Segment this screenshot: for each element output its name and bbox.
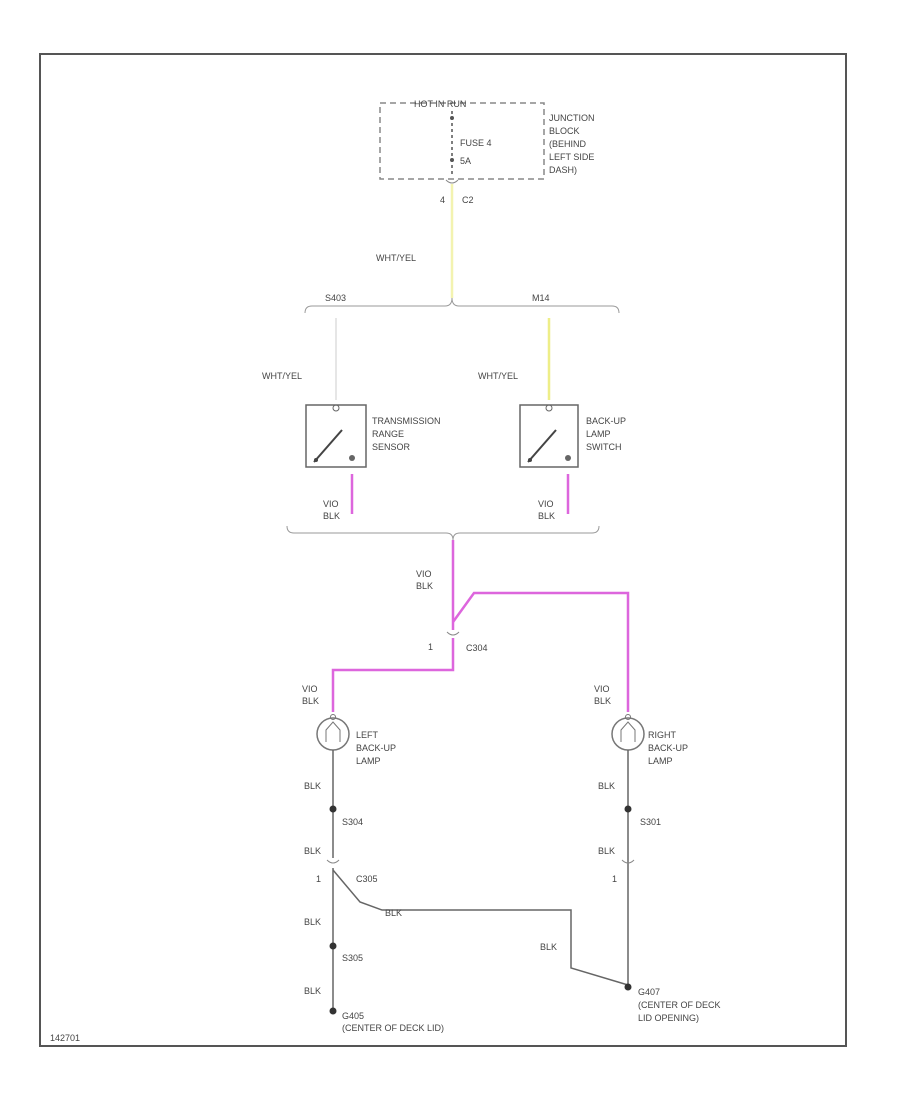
fuse-terminal-top	[450, 116, 454, 120]
left-out-wire-label-1: VIO	[323, 499, 339, 509]
left-blk-label-3: BLK	[304, 917, 321, 927]
range-sensor-label-1: TRANSMISSION	[372, 416, 441, 426]
splice-s301-dot	[624, 805, 632, 813]
left-lamp-label-1: LEFT	[356, 730, 379, 740]
left-lamp-feed-label-1: VIO	[302, 684, 318, 694]
ground-g407-label-1: G407	[638, 987, 660, 997]
range-sensor-pivot	[314, 458, 318, 462]
splice-s305-label: S305	[342, 953, 363, 963]
left-out-wire-label-2: BLK	[323, 511, 340, 521]
main-feed-wire-label: WHT/YEL	[376, 253, 416, 263]
backup-switch-label-2: LAMP	[586, 429, 611, 439]
trunk-wire-label-2: BLK	[416, 581, 433, 591]
connector-c305-symbol	[326, 859, 340, 864]
cross-ground-wire-label-2: BLK	[540, 942, 557, 952]
backup-switch-terminal-top	[545, 404, 553, 412]
range-sensor-terminal-bottom	[349, 455, 355, 461]
fuse-label: FUSE 4	[460, 138, 492, 148]
range-sensor-label-3: SENSOR	[372, 442, 411, 452]
right-feed-wire-label: WHT/YEL	[478, 371, 518, 381]
range-sensor-terminal-top	[332, 404, 340, 412]
right-lamp-label-3: LAMP	[648, 756, 673, 766]
junction-block-box	[379, 102, 545, 180]
splice-right-label: M14	[532, 293, 550, 303]
connector-c2-label: C2	[462, 195, 474, 205]
junction-block-label-1: JUNCTION	[549, 113, 595, 123]
backup-switch-label-3: SWITCH	[586, 442, 622, 452]
left-lamp-label-3: LAMP	[356, 756, 381, 766]
splice-s304-label: S304	[342, 817, 363, 827]
connector-c304-label: C304	[466, 643, 488, 653]
connector-c305-pin: 1	[316, 874, 321, 884]
branch-right-wire	[451, 591, 630, 712]
left-blk-label-2: BLK	[304, 846, 321, 856]
right-lamp-feed-label-2: BLK	[594, 696, 611, 706]
ground-g407-dot	[624, 983, 632, 991]
right-lamp-bulb	[611, 717, 645, 751]
splice-s301-label: S301	[640, 817, 661, 827]
backup-switch-contact	[527, 429, 557, 463]
connector-c305-label: C305	[356, 874, 378, 884]
trunk-wire-label-1: VIO	[416, 569, 432, 579]
right-blk-label-1: BLK	[598, 781, 615, 791]
connector-c306-pin: 1	[612, 874, 617, 884]
left-lamp-bulb	[316, 717, 350, 751]
diagram-frame	[39, 53, 847, 1047]
left-lamp-feed-label-2: BLK	[302, 696, 319, 706]
splice-brace-top	[304, 297, 620, 314]
splice-left-label: S403	[325, 293, 346, 303]
right-lamp-filament	[620, 721, 636, 742]
splice-s304-dot	[329, 805, 337, 813]
left-lamp-filament	[325, 721, 341, 742]
ground-g405-label-2: (CENTER OF DECK LID)	[342, 1023, 444, 1033]
left-blk-label-4: BLK	[304, 986, 321, 996]
splice-brace-bottom	[286, 525, 600, 541]
ground-g407-label-3: LID OPENING)	[638, 1013, 699, 1023]
connector-c304-pin: 1	[428, 642, 433, 652]
right-lamp-label-2: BACK-UP	[648, 743, 688, 753]
range-sensor-label-2: RANGE	[372, 429, 404, 439]
ground-g405-label-1: G405	[342, 1011, 364, 1021]
connector-c2-symbol	[445, 179, 459, 184]
junction-block-label-3: (BEHIND	[549, 139, 587, 149]
branch-left-wire	[331, 638, 455, 712]
backup-switch-pivot	[528, 458, 532, 462]
right-blk-label-2: BLK	[598, 846, 615, 856]
backup-switch-label-1: BACK-UP	[586, 416, 626, 426]
left-lamp-label-2: BACK-UP	[356, 743, 396, 753]
cross-ground-wire	[332, 869, 629, 986]
junction-block-label-4: LEFT SIDE	[549, 152, 594, 162]
ground-g407-label-2: (CENTER OF DECK	[638, 1000, 721, 1010]
backup-switch-terminal-bottom	[565, 455, 571, 461]
right-out-wire-label-2: BLK	[538, 511, 555, 521]
ground-g405-dot	[329, 1007, 337, 1015]
fuse-rating: 5A	[460, 156, 471, 166]
right-lamp-feed-label-1: VIO	[594, 684, 610, 694]
right-lamp-terminal	[625, 714, 631, 720]
hot-in-run-label: HOT IN RUN	[414, 99, 466, 109]
left-blk-label-1: BLK	[304, 781, 321, 791]
connector-c2-pin: 4	[440, 195, 445, 205]
figure-id: 142701	[50, 1033, 80, 1043]
range-sensor-contact	[313, 429, 343, 463]
fuse-terminal-bottom	[450, 158, 454, 162]
left-lamp-terminal	[330, 714, 336, 720]
junction-block-label-2: BLOCK	[549, 126, 580, 136]
cross-ground-wire-label-1: BLK	[385, 908, 402, 918]
junction-block-label-5: DASH)	[549, 165, 577, 175]
right-lamp-label-1: RIGHT	[648, 730, 677, 740]
left-feed-wire-label: WHT/YEL	[262, 371, 302, 381]
right-out-wire-label-1: VIO	[538, 499, 554, 509]
connector-c306-symbol	[621, 859, 635, 864]
splice-s305-dot	[329, 942, 337, 950]
connector-c304-symbol	[446, 631, 460, 636]
